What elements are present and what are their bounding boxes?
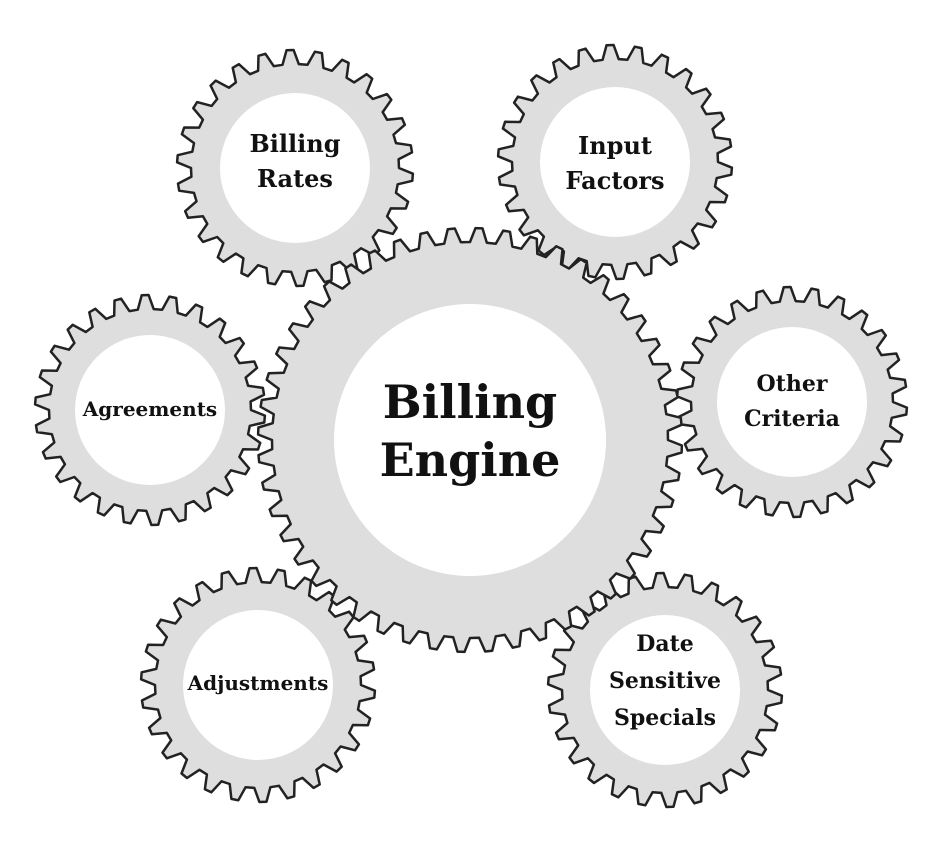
gear-label: Billing [383, 375, 557, 429]
gear-hub [220, 93, 370, 243]
gear-label: Rates [257, 164, 333, 193]
gear-hub [540, 87, 690, 237]
gear-hub [183, 610, 333, 760]
gear-adjustments: Adjustments [139, 566, 377, 804]
gear-hub [717, 327, 867, 477]
gear-label: Agreements [82, 397, 217, 421]
gear-hub [334, 304, 606, 576]
gear-label: Input [578, 131, 652, 160]
gear-label: Specials [614, 705, 716, 731]
gear-label: Criteria [744, 406, 840, 432]
gear-label: Adjustments [187, 671, 329, 695]
gear-label: Engine [380, 433, 561, 487]
gear-hub [75, 335, 225, 485]
gear-label: Factors [565, 166, 664, 195]
gear-label: Other [757, 371, 828, 397]
gear-label: Sensitive [609, 668, 721, 694]
gear-label: Date [636, 631, 694, 657]
gear-agreements: Agreements [33, 293, 267, 527]
gear-label: Billing [250, 129, 341, 158]
gear-hub [590, 615, 740, 765]
